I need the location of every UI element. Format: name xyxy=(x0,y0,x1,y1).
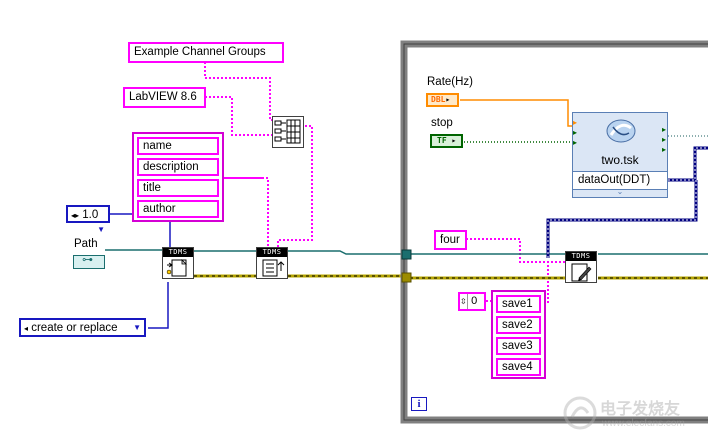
build-array-node[interactable] xyxy=(272,116,304,148)
open-file-icon xyxy=(166,259,187,277)
error-wire-inner xyxy=(194,275,708,279)
labview-version-constant[interactable]: LabVIEW 8.6 xyxy=(123,87,206,108)
tdms-header: TDMS xyxy=(163,248,193,257)
path-icon: ⊶ xyxy=(82,254,93,266)
input-terminal-icon: ▸ xyxy=(573,118,578,127)
property-name-item[interactable]: title xyxy=(137,179,219,197)
refnum-wire xyxy=(105,249,708,255)
watermark: 电子发烧友 www.elecfans.com xyxy=(562,393,702,437)
property-name-item[interactable]: author xyxy=(137,200,219,218)
terminal-arrow-icon: ▸ xyxy=(446,136,457,145)
operation-value: create or replace xyxy=(31,322,118,334)
daq-task-icon xyxy=(606,119,636,143)
tdms-write-node[interactable]: TDMS xyxy=(565,251,597,283)
daq-assistant-node[interactable]: two.tsk dataOut(DDT) ⌄ ▸ ▸ ▸ ▸ ▸ ▸ xyxy=(572,112,668,198)
rate-type-badge: DBL xyxy=(431,95,446,104)
output-terminal-icon: ▸ xyxy=(661,145,666,154)
stop-control-terminal[interactable]: TF ▸ xyxy=(430,134,463,148)
loop-iteration-terminal[interactable]: i xyxy=(411,397,427,411)
rate-label: Rate(Hz) xyxy=(427,76,474,88)
task-name: two.tsk xyxy=(601,153,639,167)
watermark-url: www.elecfans.com xyxy=(602,418,685,429)
channel-name-item[interactable]: save4 xyxy=(496,358,541,376)
enum-wires xyxy=(110,213,171,329)
path-control-terminal[interactable]: ⊶ xyxy=(73,254,105,269)
output-terminal-icon: ▸ xyxy=(661,125,666,134)
path-label: Path xyxy=(74,238,98,250)
channel-names-array[interactable]: save1 save2 save3 save4 xyxy=(491,290,546,379)
channel-name-item[interactable]: save2 xyxy=(496,316,541,334)
write-file-icon xyxy=(571,263,592,282)
property-names-array[interactable]: name description title author xyxy=(132,132,224,222)
channel-name-item[interactable]: save3 xyxy=(496,337,541,355)
watermark-logo-icon xyxy=(563,396,597,430)
stop-label: stop xyxy=(431,117,453,129)
expand-icon[interactable]: ⌄ xyxy=(616,187,624,196)
input-terminal-icon: ▸ xyxy=(573,128,578,137)
stop-type-badge: TF xyxy=(437,136,447,145)
version-ring-constant[interactable]: ◂▸ 1.0 ▼ xyxy=(66,205,110,234)
input-terminal-icon: ▸ xyxy=(573,138,578,147)
array-index-value: 0 xyxy=(471,295,478,307)
channel-name-item[interactable]: save1 xyxy=(496,295,541,313)
dropdown-arrow-icon[interactable]: ▼ xyxy=(97,225,105,234)
property-name-item[interactable]: description xyxy=(137,158,219,176)
tdms-header: TDMS xyxy=(257,248,287,257)
tdms-set-properties-node[interactable]: TDMS xyxy=(256,247,288,279)
tdms-header: TDMS xyxy=(566,252,596,261)
set-properties-icon xyxy=(262,259,285,277)
while-loop-frame xyxy=(400,40,708,424)
dropdown-arrow-icon[interactable]: ▼ xyxy=(133,323,141,332)
increment-decrement-icon[interactable]: ◂ xyxy=(24,324,29,333)
operation-ring-constant[interactable]: ◂ create or replace ▼ xyxy=(19,318,146,337)
channel-groups-constant[interactable]: Example Channel Groups xyxy=(128,42,284,63)
increment-decrement-icon[interactable]: ◂▸ xyxy=(71,211,80,220)
version-value: 1.0 xyxy=(82,209,99,221)
array-index-display[interactable]: ⇳ 0 xyxy=(458,292,486,311)
output-terminal-icon: ▸ xyxy=(661,135,666,144)
refnum-tunnel xyxy=(401,249,412,260)
tdms-open-node[interactable]: TDMS xyxy=(162,247,194,279)
increment-decrement-icon[interactable]: ⇳ xyxy=(460,294,468,309)
ddt-wire-inner xyxy=(547,147,708,258)
rate-control-terminal[interactable]: DBL▸ xyxy=(426,93,459,107)
build-array-icon xyxy=(274,119,301,144)
terminal-arrow-icon: ▸ xyxy=(445,95,451,104)
error-tunnel xyxy=(401,272,412,283)
rate-wire xyxy=(460,99,574,127)
property-name-item[interactable]: name xyxy=(137,137,219,155)
group-name-constant[interactable]: four xyxy=(434,230,467,250)
watermark-name: 电子发烧友 xyxy=(600,399,681,418)
task-output-terminal[interactable]: dataOut(DDT) xyxy=(573,171,667,190)
